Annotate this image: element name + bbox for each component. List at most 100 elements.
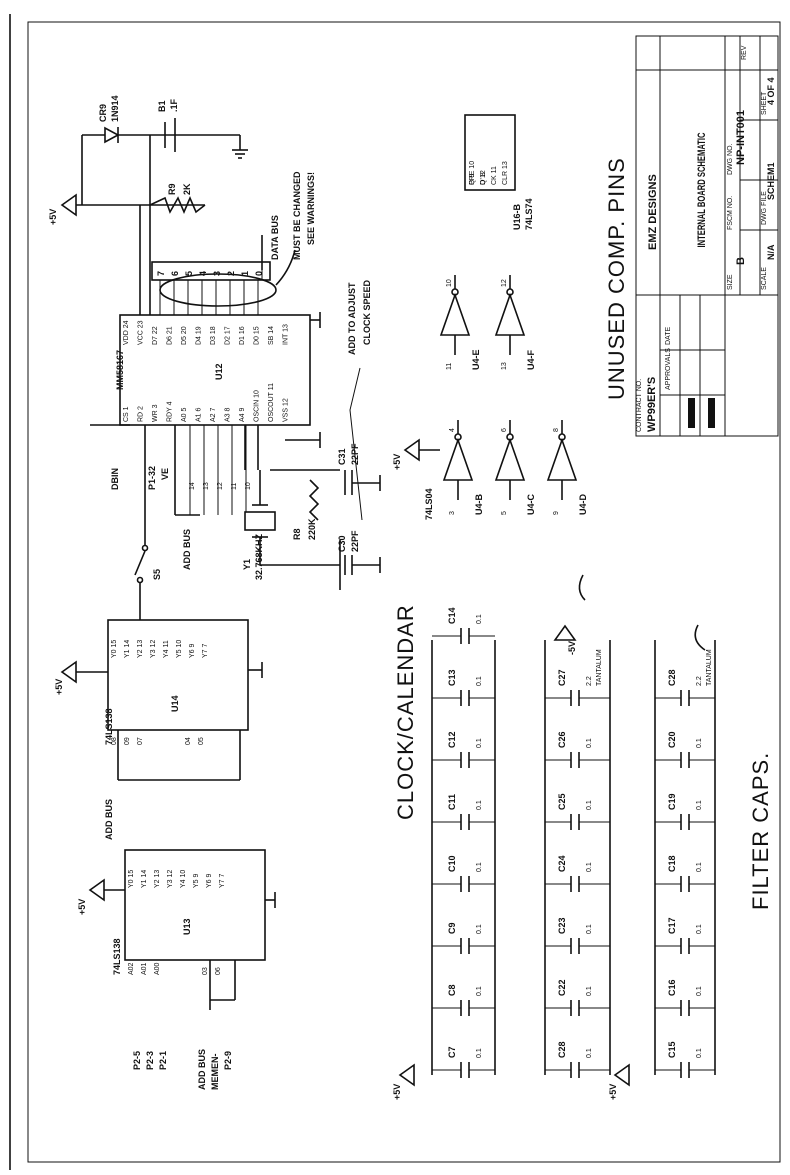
rtc-right-pin: D4 19 [196,326,203,345]
b1-value: .1F [169,98,179,112]
cap-value: 0.1 [696,800,703,810]
rtc-right-pin: SB 14 [268,326,275,345]
inverter-part: 74LS04 [424,488,434,520]
ff-ref: U16-B [512,203,522,230]
data-bus-bit: 2 [226,271,236,276]
rtc-addr-bit: 10 [245,482,252,490]
u14-output: Y6 9 [189,643,196,658]
cap-value: 0.1 [476,614,483,624]
u14-output: Y5 10 [176,640,183,658]
cap-ref: C20 [667,731,677,748]
rtc-addr-bit: 13 [203,482,210,490]
adjust-label-2: CLOCK SPEED [362,279,372,345]
vcc-symbol-u13 [88,878,105,902]
b1-ref: B1 [157,100,167,112]
cap-ref: C27 [557,669,567,686]
r9-value: 2K [182,183,192,195]
svg-text:+5V: +5V [392,454,402,470]
u13-output: Y3 12 [167,870,174,888]
cap-value: 0.1 [586,738,593,748]
y1-ref: Y1 [242,559,252,570]
p2-3-label: P2-3 [145,1051,155,1070]
adjust-label-1: ADD TO ADJUST [347,282,357,355]
vcc-symbol-u14 [60,660,77,684]
u14-output: Y1 14 [124,640,131,658]
filter-capacitor: C26 0.1 [545,731,610,768]
u13-en-pin: 06 [215,967,222,975]
ff-pin: Q' 8 [480,172,487,185]
data-bus-label: DATA BUS [270,215,280,260]
p1-32-label: P1-32 [147,466,157,490]
u14-output: Y3 12 [150,640,157,658]
rtc-right-pin: D0 15 [254,326,261,345]
cap-value: 0.1 [586,862,593,872]
u14-output: Y2 13 [137,640,144,658]
c30-value: 22PF [350,530,360,552]
rtc-right-pin: D5 20 [181,326,188,345]
rtc-part: MM58167 [115,350,125,390]
u14-output: Y7 7 [202,643,209,658]
cap-ref: C28 [557,1041,567,1058]
u13-output: Y4 10 [180,870,187,888]
add-bus-u13: ADD BUS [197,1049,207,1090]
u14-ref: U14 [170,695,180,712]
u13-en-pin: 03 [202,967,209,975]
field-approvals: APPROVALS [665,348,672,390]
inverter-out: 4 [449,428,456,432]
cap-value: 0.1 [586,986,593,996]
u14-addr-pin: 08 [111,737,118,745]
label-unused-pins: UNUSED COMP. PINS [604,157,629,400]
cap-ref: C26 [557,731,567,748]
cap-ref: C12 [447,731,457,748]
svg-text:+5V: +5V [608,1084,618,1100]
rtc-right-pin: D7 22 [152,326,159,345]
u14-part: 74LS138 [104,708,114,745]
u14-addr-pin: 07 [137,737,144,745]
resistor-r9 [149,195,206,215]
rtc-right-pin: INT 13 [283,324,290,345]
title-contract: WP99ER'S [646,377,658,432]
title-file: SCHEM1 [766,162,776,200]
ff-pin: D 12 [480,170,487,185]
y1-value: 32.768KHZ [254,533,264,580]
inverter-ref: U4-D [578,493,588,515]
rtc-left-pin: RD 2 [138,406,145,422]
cap-ref: C10 [447,855,457,872]
u14-output: Y0 15 [111,640,118,658]
label-filter-caps: FILTER CAPS. [748,752,773,910]
field-sheet: SHEET [761,91,768,115]
field-rev: REV [741,45,748,60]
cap-value: 0.1 [696,1048,703,1058]
sheet-border [27,21,781,1163]
u13-ref: U13 [182,918,192,935]
cap-ref: C7 [447,1046,457,1058]
inverter-in: 3 [449,511,456,515]
cap-value: 0.1 [476,676,483,686]
svg-text:+5V: +5V [392,1084,402,1100]
cap-ref: C18 [667,855,677,872]
cap-ref: C17 [667,917,677,934]
rtc-right-pin: VCC 23 [138,320,145,345]
crystal-y1 [244,511,276,531]
cap-ref: C11 [447,794,457,810]
field-size: SIZE [727,274,734,290]
c31-ref: C31 [337,448,347,465]
ve-label: VE [160,468,170,480]
title-dwg-no: NP-INT001 [735,110,747,165]
vcc-symbol-caps-3 [613,1063,630,1087]
label-clock-calendar: CLOCK/CALENDAR [393,604,418,820]
u13-output: Y6 9 [206,873,213,888]
add-bus-label-u14: ADD BUS [104,799,114,840]
title-sheet: 4 OF 4 [766,77,776,105]
